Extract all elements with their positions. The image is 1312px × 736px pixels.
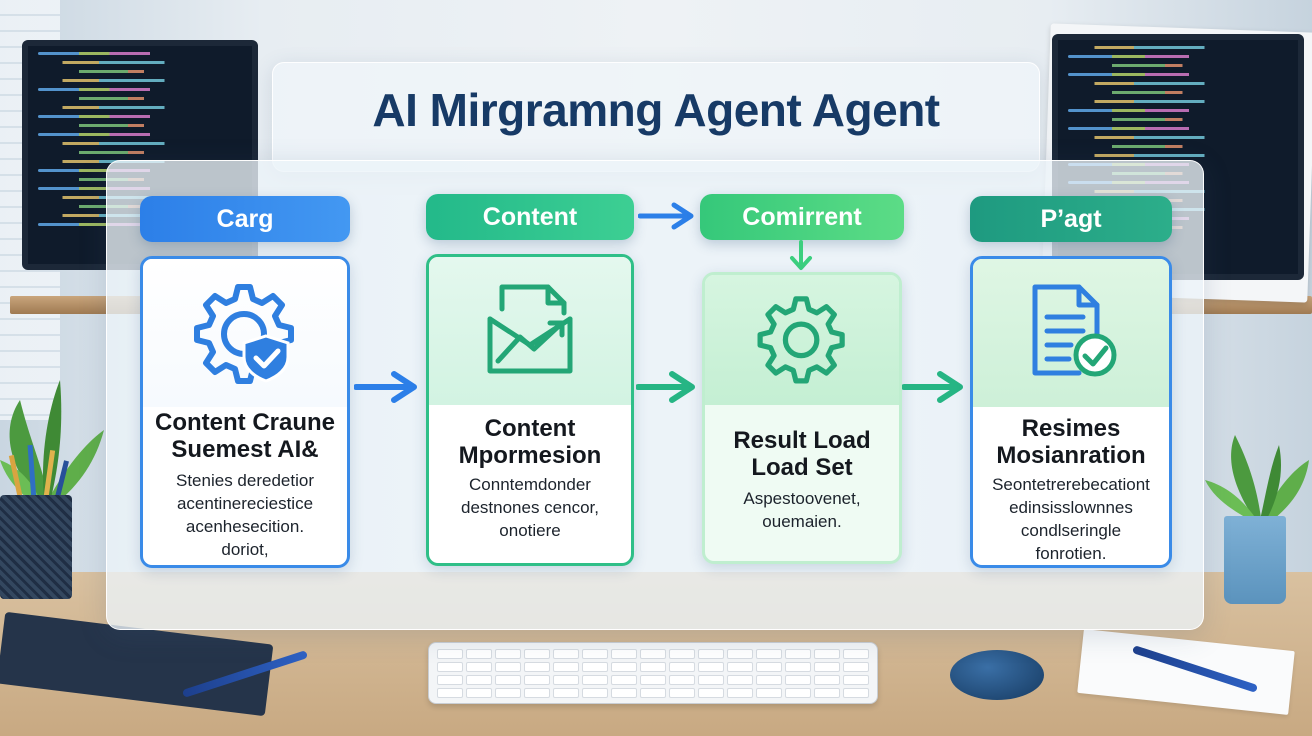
pencil-cup	[0, 495, 72, 599]
plant-icon	[1205, 435, 1309, 526]
document-check-icon	[1032, 284, 1117, 377]
step-card-4: Resimes Mosianration Seontetrerebecation…	[970, 256, 1172, 568]
arrow-right-icon	[354, 371, 417, 403]
step-header-label: Content	[482, 202, 578, 231]
step-card-3: Result Load Load Set Aspestoovenet, ouem…	[702, 272, 902, 564]
plant-pot	[1224, 516, 1286, 604]
title-panel: AI Mirgramng Agent Agent	[272, 62, 1040, 172]
card-icon-area	[429, 257, 631, 405]
page-title: AI Mirgramng Agent Agent	[372, 84, 940, 136]
card-icon-area	[973, 259, 1169, 407]
step-header-label: Comirrent	[742, 202, 862, 231]
step-header-label: P’agt	[1040, 204, 1102, 233]
step-header-3: Comirrent	[700, 194, 904, 240]
card-title: Content Mpormesion	[458, 415, 602, 469]
arrow-right-icon	[636, 371, 695, 403]
card-title: Resimes Mosianration	[996, 415, 1146, 469]
step-card-2: Content Mpormesion Conntemdonder destnon…	[426, 254, 634, 566]
step-header-label: Carg	[216, 204, 274, 233]
step-header-1: Carg	[140, 196, 350, 242]
arrow-down-icon	[790, 240, 812, 270]
card-description: Conntemdonder destnones cencor, onotiere	[461, 475, 599, 540]
card-title: Result Load Load Set	[733, 427, 871, 481]
plant-icon	[0, 380, 104, 511]
step-header-4: P’agt	[970, 196, 1172, 242]
arrow-right-icon	[638, 202, 694, 230]
gear-shield-icon	[194, 284, 294, 384]
card-icon-area	[705, 275, 899, 405]
arrow-right-icon	[902, 371, 963, 403]
card-description: Stenies deredetior acentinereciestice ac…	[176, 471, 314, 559]
card-description: Aspestoovenet, ouemaien.	[743, 489, 861, 531]
mouse	[950, 650, 1044, 700]
gear-icon	[757, 296, 845, 384]
step-header-2: Content	[426, 194, 634, 240]
card-icon-area	[143, 259, 347, 407]
chart-document-icon	[487, 284, 573, 374]
card-description: Seontetrerebecationt edinsisslownnes con…	[992, 475, 1150, 563]
card-title: Content Craune Suemest AI&	[155, 409, 335, 463]
step-card-1: Content Craune Suemest AI& Stenies dered…	[140, 256, 350, 568]
keyboard	[428, 642, 878, 704]
